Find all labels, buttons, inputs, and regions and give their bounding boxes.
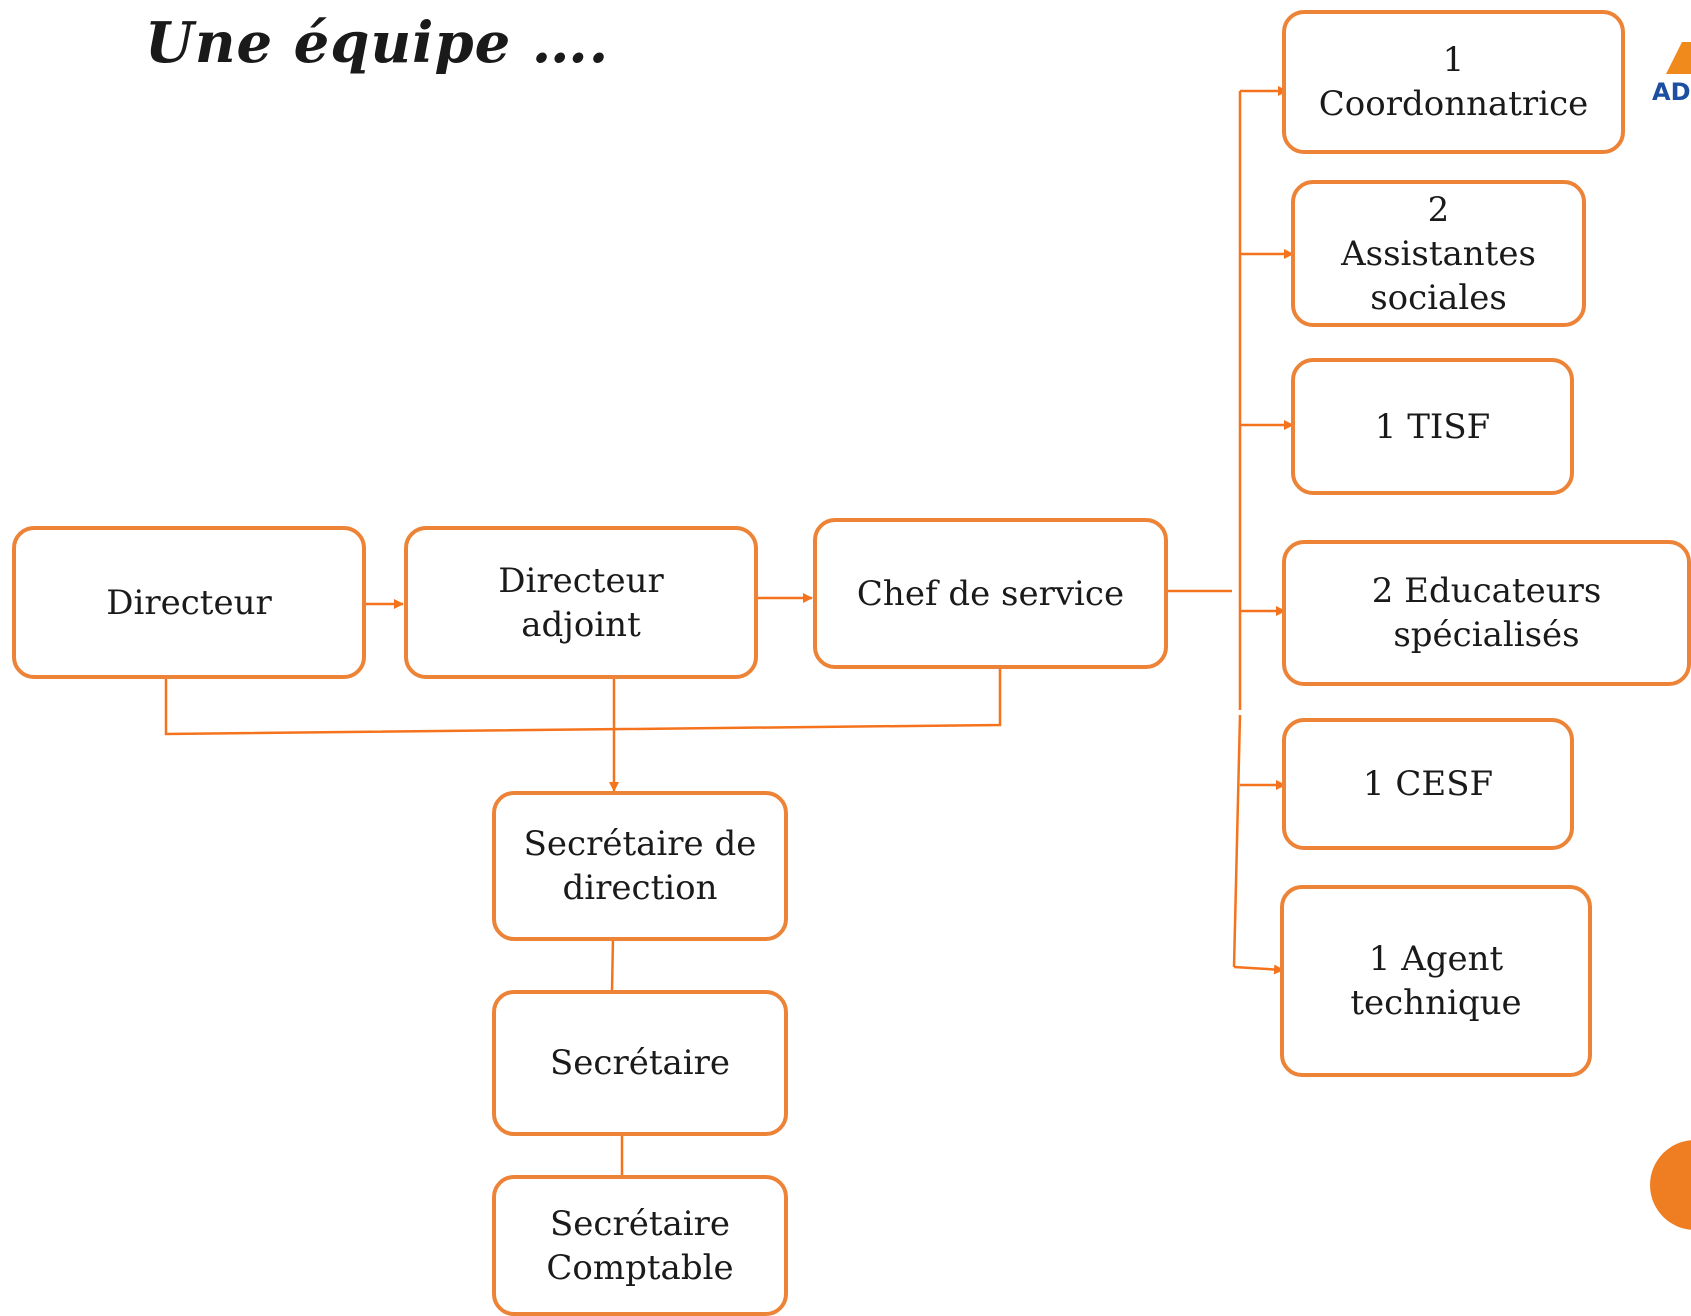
line-secretaire-direction-to-secretaire — [610, 937, 615, 992]
box-directeur-adjoint-label: Directeur adjoint — [498, 560, 664, 645]
box-secretaire-comptable-label: Secrétaire Comptable — [546, 1203, 734, 1288]
arrow-to-agent — [1233, 964, 1284, 975]
box-tisf: 1 TISF — [1291, 358, 1574, 495]
spine-lower — [1232, 714, 1242, 968]
box-educateurs-specialises-label: 2 Educateurs spécialisés — [1371, 571, 1602, 655]
page-title: Une équipe …. — [145, 10, 610, 76]
box-tisf-label: 1 TISF — [1374, 406, 1491, 447]
box-agent-technique-label: 1 Agent technique — [1350, 939, 1522, 1023]
box-cesf: 1 CESF — [1282, 718, 1574, 850]
logo-icon: AD — [1652, 40, 1691, 110]
box-directeur-label: Directeur — [106, 582, 272, 623]
box-cesf-label: 1 CESF — [1362, 764, 1494, 804]
box-secretaire-label: Secrétaire — [549, 1043, 730, 1083]
box-secretaire-de-direction-label: Secrétaire de direction — [523, 824, 757, 908]
box-directeur: Directeur — [12, 526, 366, 679]
bracket-management — [164, 669, 1002, 736]
box-coordonnatrice: 1 Coordonnatrice — [1282, 10, 1625, 154]
box-assistantes-sociales-label: 2 Assistantes sociales — [1341, 189, 1536, 318]
box-chef-de-service: Chef de service — [813, 518, 1168, 669]
box-chef-de-service-label: Chef de service — [856, 573, 1125, 614]
box-assistantes-sociales: 2 Assistantes sociales — [1291, 180, 1586, 327]
box-directeur-adjoint: Directeur adjoint — [404, 526, 758, 679]
box-secretaire: Secrétaire — [492, 990, 788, 1136]
box-educateurs-specialises: 2 Educateurs spécialisés — [1282, 540, 1691, 686]
logo-text: AD — [1652, 78, 1691, 106]
box-agent-technique: 1 Agent technique — [1280, 885, 1592, 1077]
box-secretaire-comptable: Secrétaire Comptable — [492, 1175, 788, 1316]
box-secretaire-de-direction: Secrétaire de direction — [492, 791, 788, 941]
box-coordonnatrice-label: 1 Coordonnatrice — [1318, 40, 1589, 124]
logo-mark — [1666, 42, 1691, 74]
